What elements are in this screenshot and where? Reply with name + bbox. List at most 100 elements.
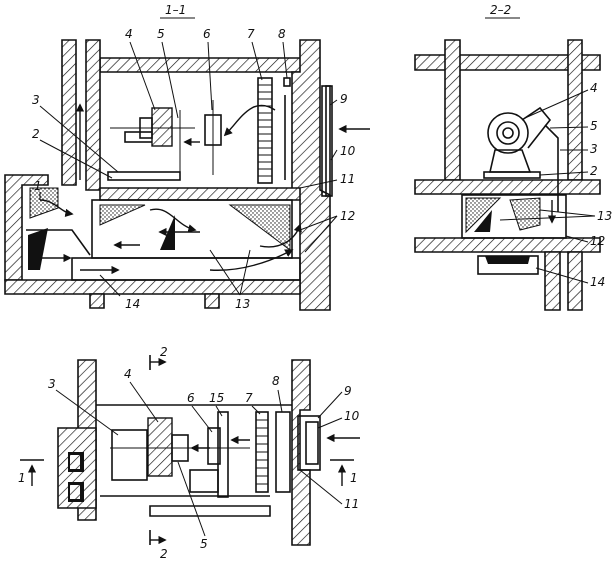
leader-6 (207, 41, 213, 111)
leader-4 (129, 41, 156, 111)
label-7: 7 (247, 27, 255, 41)
plan-label-11: 11 (344, 497, 359, 511)
view-section-1-1: 1–1 (4, 3, 370, 311)
plan-louver-9 (297, 415, 321, 471)
cut-2-bottom-label: 2 (160, 547, 168, 561)
plan-control-box (189, 469, 219, 493)
filter-cell-13a (465, 197, 502, 234)
inlet-baffle (26, 229, 91, 256)
label-11: 11 (340, 172, 355, 186)
top-slab-2 (414, 54, 601, 71)
plan-leader-9 (317, 391, 343, 419)
fan-impeller-4 (151, 107, 173, 147)
plan-label-15: 15 (209, 391, 224, 405)
filter-box-2 (461, 194, 567, 239)
right-wall (291, 39, 331, 311)
label-6: 6 (203, 27, 211, 41)
plan-right-wall (291, 359, 311, 546)
label-13: 13 (235, 297, 250, 311)
leader-12a (299, 215, 338, 231)
fan-base-2 (483, 171, 541, 179)
label-2-5: 5 (590, 119, 598, 133)
label-9: 9 (340, 92, 348, 106)
leader-12b (304, 215, 338, 253)
section-2-2-title: 2–2 (490, 3, 511, 17)
label-2-13: 13 (597, 209, 612, 223)
duct-14-plate (485, 256, 530, 264)
inlet-cell-1 (29, 187, 59, 219)
plan-sensor-6 (207, 427, 221, 465)
leader-2-14 (535, 267, 589, 284)
label-5: 5 (157, 27, 165, 41)
plan-frame-8 (275, 411, 291, 493)
leader-7 (251, 41, 263, 81)
leader-8 (282, 41, 288, 79)
leader-2-13a (539, 209, 596, 217)
leader-2-2 (539, 171, 589, 176)
fan-support-2 (107, 171, 181, 181)
plan-bottom-wall (149, 505, 271, 517)
leader-3 (39, 105, 119, 173)
lower-slab-2 (414, 237, 601, 253)
fan-4-impeller (496, 121, 520, 145)
leader-11 (299, 179, 338, 189)
filter-cell-13-right (228, 204, 291, 251)
column-stub-mid (204, 293, 220, 309)
label-10: 10 (340, 144, 356, 158)
plan-leader-15 (215, 405, 223, 417)
label-12: 12 (340, 209, 355, 223)
air-arrow-heater (223, 104, 276, 137)
leader-2 (39, 139, 113, 179)
plan-label-7: 7 (245, 391, 253, 405)
label-1: 1 (34, 179, 42, 193)
label-2-2: 2 (590, 164, 598, 178)
plan-opening-2-fill (70, 485, 80, 499)
duct-5 (544, 124, 559, 212)
label-3: 3 (32, 93, 40, 107)
leader-5 (161, 41, 179, 119)
leader-13b (239, 249, 251, 296)
damper-8 (283, 77, 291, 87)
label-8: 8 (278, 27, 286, 41)
column-2 (544, 251, 561, 311)
label-2-12: 12 (590, 234, 605, 248)
filter-cell-13b (509, 197, 541, 231)
fan-4-housing (487, 112, 529, 154)
plan-leader-3 (55, 389, 119, 436)
plan-leader-5 (177, 461, 206, 537)
leader-14 (99, 274, 121, 297)
plan-label-4: 4 (124, 367, 132, 381)
section-1-1-title: 1–1 (165, 3, 186, 17)
fan-4-hub (502, 127, 514, 139)
plan-leader-11 (299, 469, 343, 505)
label-4: 4 (125, 27, 133, 41)
plan-leader-7 (251, 405, 261, 415)
column-stub-left (89, 293, 105, 309)
supply-duct-14 (71, 257, 301, 281)
leader-13a (209, 249, 241, 296)
leader-2-13b (499, 215, 596, 221)
plan-leader-8 (277, 389, 283, 413)
cut-1-right-label: 1 (350, 471, 358, 485)
fan-4-outlet (521, 106, 552, 149)
leader-9 (329, 99, 338, 106)
duct-14-2 (477, 255, 539, 275)
bottom-slab (4, 279, 301, 295)
mid-slab-2 (414, 179, 601, 195)
top-slab (99, 57, 306, 73)
label-2: 2 (32, 127, 40, 141)
plan-leader-4 (129, 381, 159, 423)
plan-opening-1-fill (70, 455, 80, 469)
plan-fan-4 (147, 417, 173, 477)
left-wall-2 (444, 39, 461, 181)
plan-label-10: 10 (344, 409, 360, 423)
plan-heater-7 (255, 411, 269, 493)
label-2-3: 3 (590, 142, 598, 156)
cut-2-top-label: 2 (160, 345, 168, 359)
middle-slab (99, 187, 301, 201)
leader-2-5 (549, 126, 589, 129)
louver-10 (325, 85, 331, 197)
leader-10 (330, 149, 338, 161)
view-section-2-2: 2–2 4 5 3 2 13 12 14 (414, 3, 612, 311)
